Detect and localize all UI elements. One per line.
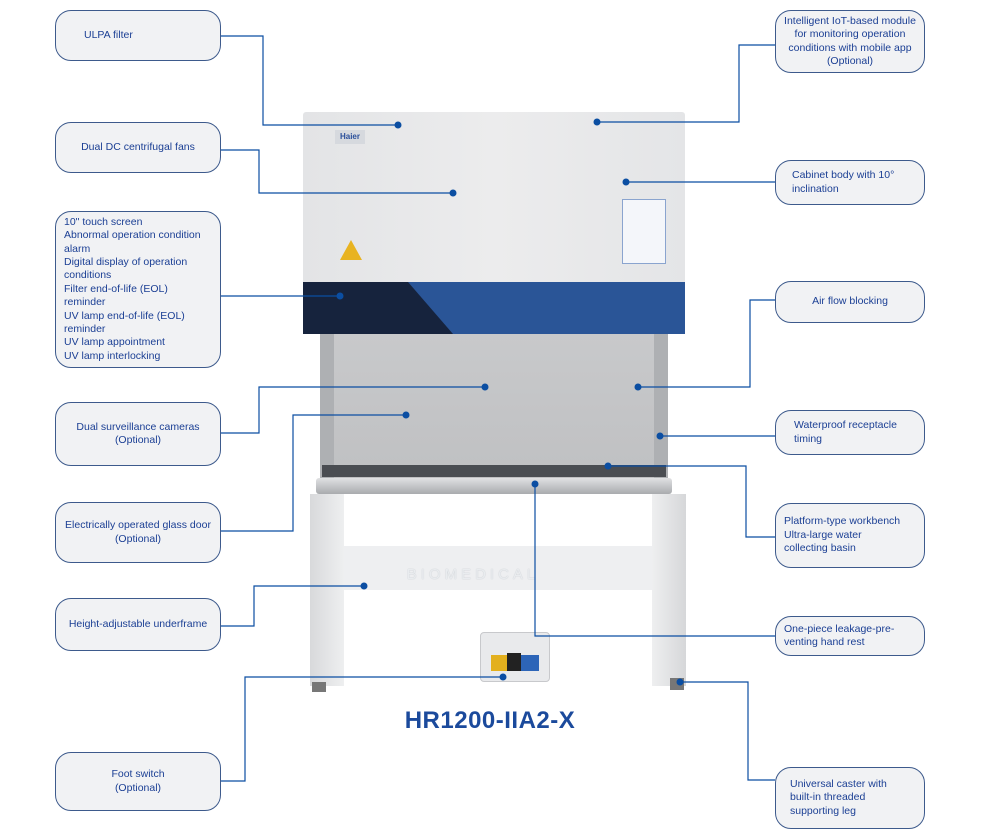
dot-underframe (360, 582, 368, 590)
callout-caster: Universal caster with built-in threaded … (775, 767, 925, 829)
dot-ulpa (394, 121, 402, 129)
underframe-crossbar (344, 546, 652, 590)
brand-logo: Haier (335, 130, 365, 144)
dot-air-flow (634, 383, 642, 391)
leader-ulpa (220, 35, 398, 126)
dot-iot (593, 118, 601, 126)
callout-text: Air flow blocking (812, 295, 888, 308)
callout-platform: Platform-type workbench Ultra-large wate… (775, 503, 925, 568)
dot-touch-screen (336, 292, 344, 300)
callout-text: Waterproof receptacle timing (794, 419, 897, 445)
callout-text: Universal caster with built-in threaded … (790, 777, 887, 817)
callout-ulpa-filter: ULPA filter (55, 10, 221, 61)
dot-hand-rest (531, 480, 539, 488)
leader-caster (680, 681, 775, 781)
callout-text: Intelligent IoT-based module for monitor… (784, 14, 916, 67)
callout-air-flow: Air flow blocking (775, 281, 925, 323)
callout-touch-screen: 10" touch screen Abnormal operation cond… (55, 211, 221, 368)
dot-glass-door (402, 411, 410, 419)
leader-foot-switch (220, 676, 503, 782)
leader-platform (608, 465, 775, 538)
leader-underframe (220, 585, 364, 627)
callout-text: Electrically operated glass door (Option… (65, 519, 211, 545)
callout-text: Platform-type workbench Ultra-large wate… (784, 515, 901, 555)
left-leg (310, 494, 344, 686)
dot-cameras (481, 383, 489, 391)
callout-dual-fans: Dual DC centrifugal fans (55, 122, 221, 173)
hand-rest (316, 478, 672, 494)
leader-iot (597, 44, 775, 123)
dot-cabinet-body (622, 178, 630, 186)
dot-platform (604, 462, 612, 470)
callout-text: ULPA filter (84, 28, 133, 41)
right-leg (652, 494, 686, 686)
callout-text: Foot switch (Optional) (111, 768, 165, 794)
callout-text: Dual DC centrifugal fans (81, 140, 195, 153)
info-label-sticker (622, 199, 666, 264)
callout-hand-rest: One-piece leakage-pre- venting hand rest (775, 616, 925, 656)
leader-cameras (220, 386, 485, 434)
callout-iot-module: Intelligent IoT-based module for monitor… (775, 10, 925, 73)
leader-air-flow (638, 299, 775, 388)
biohazard-warning-icon (340, 240, 362, 260)
leader-hand-rest (534, 484, 775, 637)
dot-waterproof (656, 432, 664, 440)
callout-text: Height-adjustable underframe (68, 617, 208, 630)
model-title: HR1200-IIA2-X (404, 707, 576, 734)
callout-text: One-piece leakage-pre- venting hand rest (784, 622, 895, 648)
work-chamber (320, 334, 668, 482)
callout-cameras: Dual surveillance cameras (Optional) (55, 402, 221, 466)
leader-glass-door (220, 414, 406, 532)
cabinet-hood (303, 112, 685, 284)
callout-foot-switch: Foot switch (Optional) (55, 752, 221, 811)
callout-text: Dual surveillance cameras (Optional) (76, 420, 200, 446)
callout-underframe: Height-adjustable underframe (55, 598, 221, 651)
callout-glass-door: Electrically operated glass door (Option… (55, 502, 221, 563)
foot-switch (480, 632, 550, 682)
callout-waterproof: Waterproof receptacle timing (775, 410, 925, 455)
callout-text: Cabinet body with 10° inclination (792, 169, 895, 195)
biomedical-lettering: BIOMEDICAL (406, 566, 540, 583)
callout-cabinet-body: Cabinet body with 10° inclination (775, 160, 925, 205)
dot-fans (449, 189, 457, 197)
leader-fans (220, 149, 453, 194)
work-surface (322, 465, 666, 477)
dot-caster (676, 678, 684, 686)
caster-left (312, 682, 326, 692)
dot-foot-switch (499, 673, 507, 681)
callout-text: 10" touch screen Abnormal operation cond… (64, 215, 201, 362)
